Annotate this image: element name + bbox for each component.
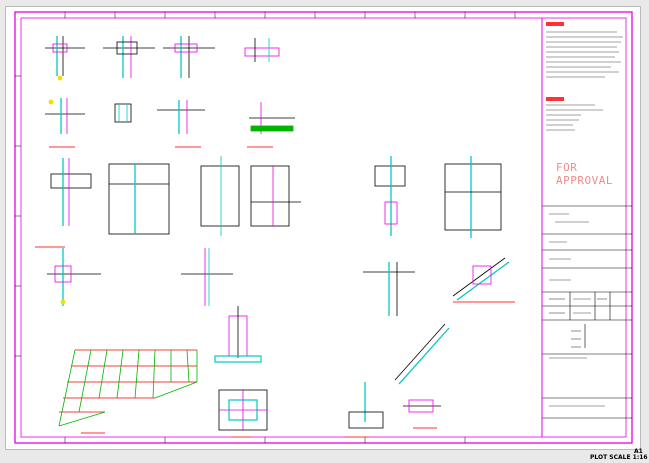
drawing-inner-border xyxy=(20,17,627,438)
title-block-notes xyxy=(546,22,564,101)
drawing-border xyxy=(14,11,633,444)
grid-ticks xyxy=(15,12,516,443)
base-plate-details xyxy=(214,306,450,438)
detail-row-1 xyxy=(45,36,295,148)
drawing-sheet: FOR APPROVAL A1 xyxy=(5,6,643,455)
detail-row-3 xyxy=(47,248,515,316)
title-block-note-lines xyxy=(546,31,623,407)
plot-scale-label: PLOT SCALE 1:16 xyxy=(590,454,648,461)
approval-stamp: FOR APPROVAL xyxy=(556,161,613,187)
sheet-edge xyxy=(5,6,641,450)
title-block xyxy=(542,205,632,419)
detail-row-2 xyxy=(35,156,502,248)
grid-plan xyxy=(58,349,198,434)
cad-drawing xyxy=(5,6,641,450)
sheet-size-label: A1 xyxy=(634,448,643,455)
